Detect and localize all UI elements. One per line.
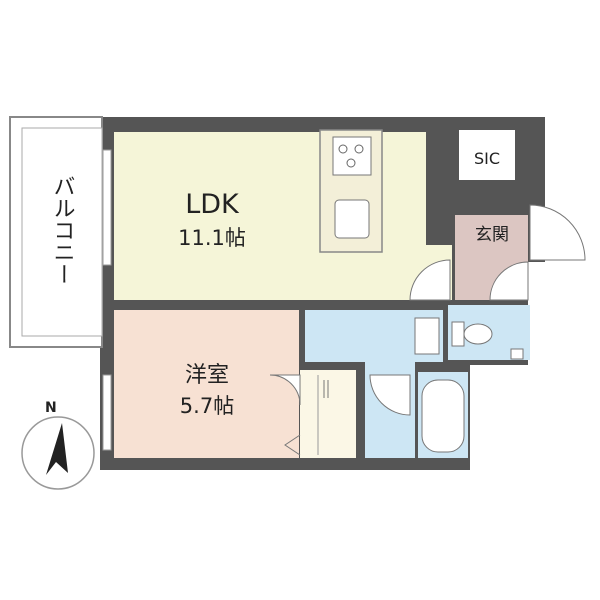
closet <box>300 370 356 458</box>
compass: N <box>21 400 95 490</box>
balcony-label: バルコニー <box>50 175 75 285</box>
entry-door-icon <box>529 204 586 261</box>
ldk-label: LDK <box>185 189 240 220</box>
closet-door-icon <box>284 434 301 456</box>
stove-burner-icon <box>346 158 356 168</box>
bathtub-icon <box>421 379 465 453</box>
washbasin-icon <box>414 317 440 355</box>
toilet-sink-icon <box>510 348 524 360</box>
ldk-area: 11.1帖 <box>178 226 246 250</box>
toilet-icon <box>451 321 493 347</box>
kitchen-counter <box>319 129 383 253</box>
entrance-label: 玄関 <box>475 225 509 245</box>
ldk-door-icon <box>409 259 451 301</box>
western-room <box>114 310 299 458</box>
western-door-icon <box>269 374 301 406</box>
stove-burner-icon <box>338 144 348 154</box>
shoe-in-closet <box>459 130 515 180</box>
bathroom-door-icon <box>369 374 411 416</box>
balcony: バルコニー <box>9 116 103 348</box>
sink-icon <box>334 199 370 239</box>
compass-label: N <box>45 400 57 416</box>
toilet-door-icon <box>489 261 529 301</box>
balcony-door-western <box>102 374 112 451</box>
western-room-label: 洋室 <box>185 363 229 388</box>
sic-label: SIC <box>474 149 500 168</box>
stove-burner-icon <box>354 144 364 154</box>
north-arrow-icon <box>46 423 68 475</box>
balcony-door-ldk <box>102 149 112 266</box>
western-room-area: 5.7帖 <box>180 394 234 418</box>
